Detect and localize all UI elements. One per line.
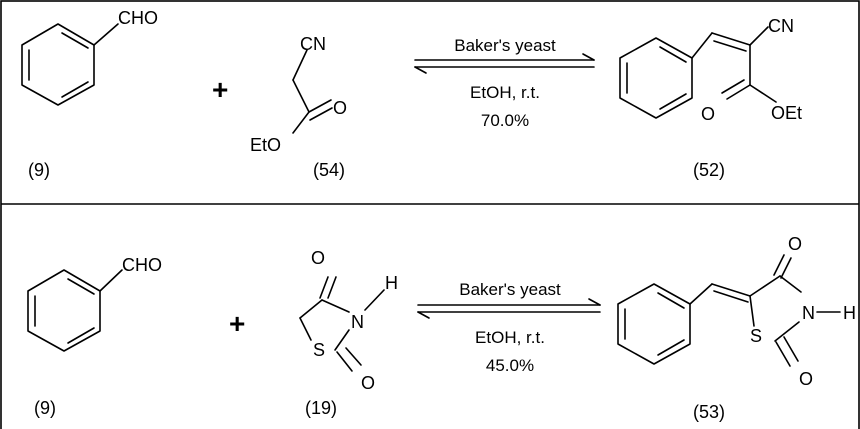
nitrogen-label: N	[351, 312, 364, 332]
reagent-label-2: Baker's yeast	[459, 280, 561, 299]
sulfur-label: S	[313, 340, 325, 360]
product-carbonyl-oxygen-label: O	[701, 104, 715, 124]
carbonyl-oxygen-label: O	[333, 98, 347, 118]
aldehyde-group-label-2: CHO	[122, 255, 162, 275]
compound-label-9: (9)	[28, 160, 50, 180]
aldehyde-group-label: CHO	[118, 8, 158, 28]
plus-sign: +	[212, 74, 228, 105]
ethyl-cyanoacetate-structure	[292, 49, 333, 134]
product-hydrogen-label: H	[843, 303, 856, 323]
benzaldehyde-structure-1	[21, 23, 119, 106]
product-53-structure	[617, 254, 841, 367]
compound-label-52: (52)	[693, 160, 725, 180]
equilibrium-arrow-1	[414, 53, 595, 74]
thiazolidinedione-structure	[299, 276, 385, 372]
product-nitrile-label: CN	[768, 16, 794, 36]
plus-sign-2: +	[229, 308, 245, 339]
compound-label-9-row2: (9)	[34, 398, 56, 418]
yield-label: 70.0%	[481, 111, 529, 130]
product-sulfur-label: S	[750, 326, 762, 346]
compound-label-54: (54)	[313, 160, 345, 180]
product-nitrogen-label: N	[802, 303, 815, 323]
compound-label-53: (53)	[693, 402, 725, 422]
yield-label-2: 45.0%	[486, 356, 534, 375]
product-oxo-bottom-label: O	[799, 369, 813, 389]
product-oxo-top-label: O	[788, 234, 802, 254]
solvent-label: EtOH, r.t.	[470, 83, 540, 102]
equilibrium-arrow-2	[417, 298, 601, 319]
compound-label-19: (19)	[305, 398, 337, 418]
product-ester-label: OEt	[771, 103, 802, 123]
reagent-label: Baker's yeast	[454, 36, 556, 55]
product-52-structure	[619, 26, 777, 119]
oxo-bottom-label: O	[361, 373, 375, 393]
nitrile-label: CN	[300, 34, 326, 54]
solvent-label-2: EtOH, r.t.	[475, 328, 545, 347]
ester-group-label: EtO	[250, 135, 281, 155]
oxo-top-label: O	[311, 248, 325, 268]
hydrogen-label: H	[385, 273, 398, 293]
benzaldehyde-structure-2	[27, 269, 123, 352]
